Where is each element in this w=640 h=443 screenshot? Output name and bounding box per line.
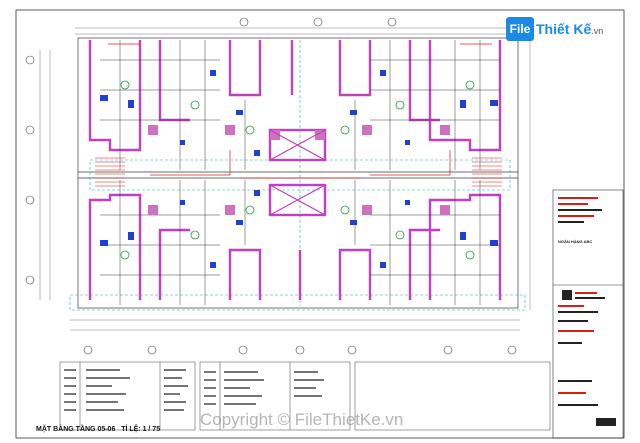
filethietke-logo: File Thiết Kế.vn	[506, 16, 603, 42]
corridor-lines	[69, 40, 526, 311]
legend-text-lines	[64, 369, 324, 411]
service-lines	[108, 43, 492, 179]
dimension-lines	[39, 27, 531, 331]
stair-left	[95, 157, 125, 187]
title-block-project-label: NGÂN HÀNG ABC	[558, 239, 593, 244]
elevator-core	[269, 129, 326, 216]
sheet-scale: TỈ LỆ: 1 / 75	[121, 426, 161, 433]
plumbing-fixtures	[100, 70, 498, 268]
exterior-walls	[88, 40, 502, 300]
logo-domain: .vn	[591, 26, 604, 36]
structural-columns	[148, 125, 450, 215]
title-block-marks	[558, 197, 616, 426]
grid-bubbles	[25, 17, 517, 355]
sheet-title: MẶT BẰNG TẦNG 05-06 TỈ LỆ: 1 / 75	[36, 426, 160, 433]
sheet-title-text: MẶT BẰNG TẦNG 05-06	[36, 426, 116, 433]
title-block-frame	[552, 189, 624, 439]
building-outline	[77, 37, 519, 309]
copyright-watermark: Copyright © FileThietKe.vn	[200, 410, 404, 429]
logo-mark: File	[506, 17, 534, 41]
equipment-marks	[120, 80, 475, 260]
logo-text: Thiết Kế.vn	[536, 21, 603, 37]
sheet-border	[15, 9, 625, 439]
legend-tables	[59, 361, 551, 431]
stair-right	[472, 157, 502, 187]
logo-name: Thiết Kế	[536, 21, 592, 37]
